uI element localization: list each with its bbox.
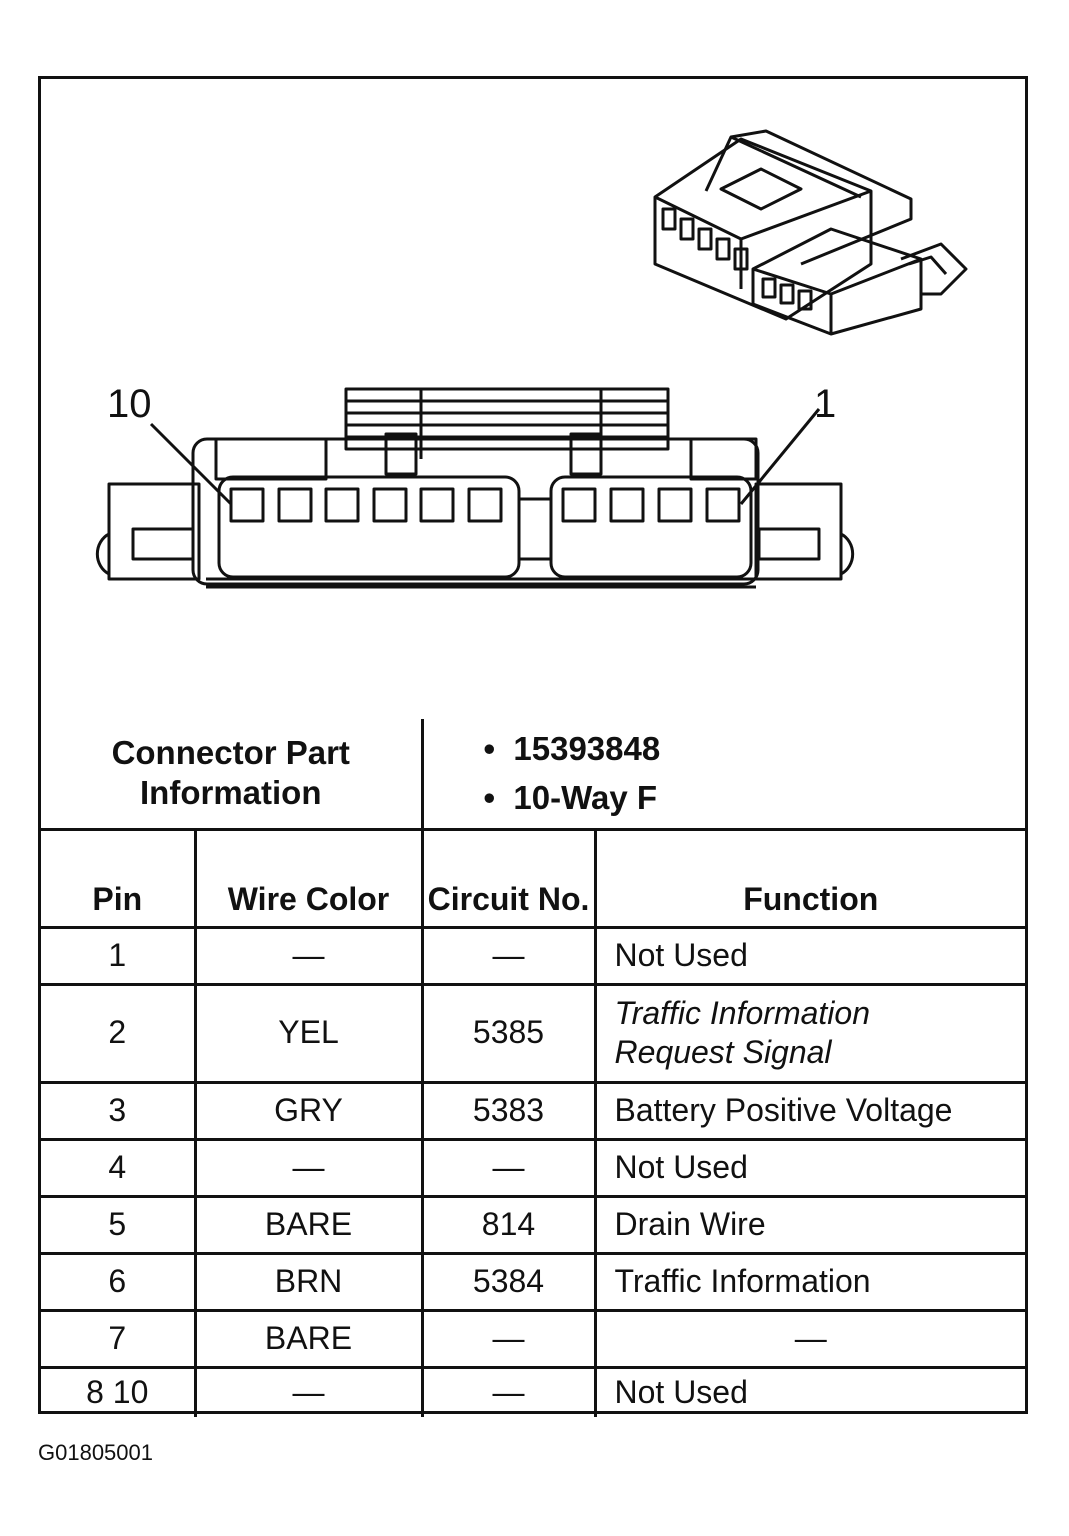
wire-color-cell: GRY — [193, 1080, 424, 1141]
table-row: 2 YEL 5385 Traffic Information Request S… — [41, 982, 1025, 1084]
circuit-cell: 5384 — [420, 1251, 597, 1312]
function-cell: Traffic Information Request Signal — [593, 982, 1025, 1084]
part-number-value: 15393848 — [513, 729, 661, 767]
pin-cell: 6 — [41, 1251, 197, 1312]
circuit-cell: 5385 — [420, 982, 597, 1084]
function-cell: — — [593, 1308, 1025, 1369]
function-cell: Not Used — [593, 925, 1025, 986]
pin-cell: 8 10 — [41, 1365, 197, 1417]
table-row: 7 BARE — — — [41, 1308, 1025, 1369]
pin-1-callout: 1 — [814, 382, 837, 426]
wire-color-cell: — — [193, 925, 424, 986]
wire-color-cell: BARE — [193, 1308, 424, 1369]
circuit-cell: 814 — [420, 1194, 597, 1255]
circuit-cell: — — [420, 1137, 597, 1198]
table-row: 6 BRN 5384 Traffic Information — [41, 1251, 1025, 1312]
circuit-cell: — — [420, 1308, 597, 1369]
function-cell: Not Used — [593, 1365, 1025, 1417]
circuit-cell: — — [420, 925, 597, 986]
pin-cell: 1 — [41, 925, 197, 986]
connector-3d-icon — [653, 129, 968, 336]
pin-cell: 5 — [41, 1194, 197, 1255]
wire-color-cell: BRN — [193, 1251, 424, 1312]
pin-cell: 3 — [41, 1080, 197, 1141]
connector-info-row: Connector Part Information • 15393848 • … — [41, 719, 1025, 831]
function-cell: Not Used — [593, 1137, 1025, 1198]
circuit-cell: 5383 — [420, 1080, 597, 1141]
wire-color-cell: YEL — [193, 982, 424, 1084]
header-circuit-no: Circuit No. — [420, 827, 597, 929]
connector-figure-frame: 10 1 Connector Part Information • 153938… — [38, 76, 1028, 1417]
header-pin: Pin — [41, 827, 197, 929]
circuit-cell: — — [420, 1365, 597, 1417]
function-cell: Battery Positive Voltage — [593, 1080, 1025, 1141]
connector-info-label-text: Connector Part Information — [111, 734, 350, 812]
function-cell: Drain Wire — [593, 1194, 1025, 1255]
table-row: 5 BARE 814 Drain Wire — [41, 1194, 1025, 1255]
connector-info-label: Connector Part Information — [41, 719, 424, 831]
table-row: 8 10 — — Not Used — [41, 1365, 1025, 1417]
table-row: 1 — — Not Used — [41, 925, 1025, 986]
figure-id: G01805001 — [38, 1440, 153, 1465]
connector-drawing: 10 1 — [41, 79, 1025, 719]
part-number: • 15393848 — [483, 729, 661, 767]
table-header-row: Pin Wire Color Circuit No. Function — [41, 827, 1025, 929]
function-cell: Traffic Information — [593, 1251, 1025, 1312]
pin-cell: 4 — [41, 1137, 197, 1198]
pin-10-callout: 10 — [107, 382, 152, 426]
table-row: 4 — — Not Used — [41, 1137, 1025, 1198]
wire-color-cell: BARE — [193, 1194, 424, 1255]
table-row: 3 GRY 5383 Battery Positive Voltage — [41, 1080, 1025, 1141]
header-wire-color: Wire Color — [193, 827, 424, 929]
pin-cell: 7 — [41, 1308, 197, 1369]
wire-color-cell: — — [193, 1137, 424, 1198]
wire-color-cell: — — [193, 1365, 424, 1417]
connector-type-value: 10-Way F — [513, 779, 658, 817]
connector-info-values: • 15393848 • 10-Way F — [420, 719, 1025, 831]
connector-type: • 10-Way F — [483, 779, 658, 817]
header-function: Function — [593, 827, 1025, 929]
connector-pinout-table: Connector Part Information • 15393848 • … — [41, 719, 1025, 1417]
pin-cell: 2 — [41, 982, 197, 1084]
connector-face-icon — [95, 387, 855, 589]
